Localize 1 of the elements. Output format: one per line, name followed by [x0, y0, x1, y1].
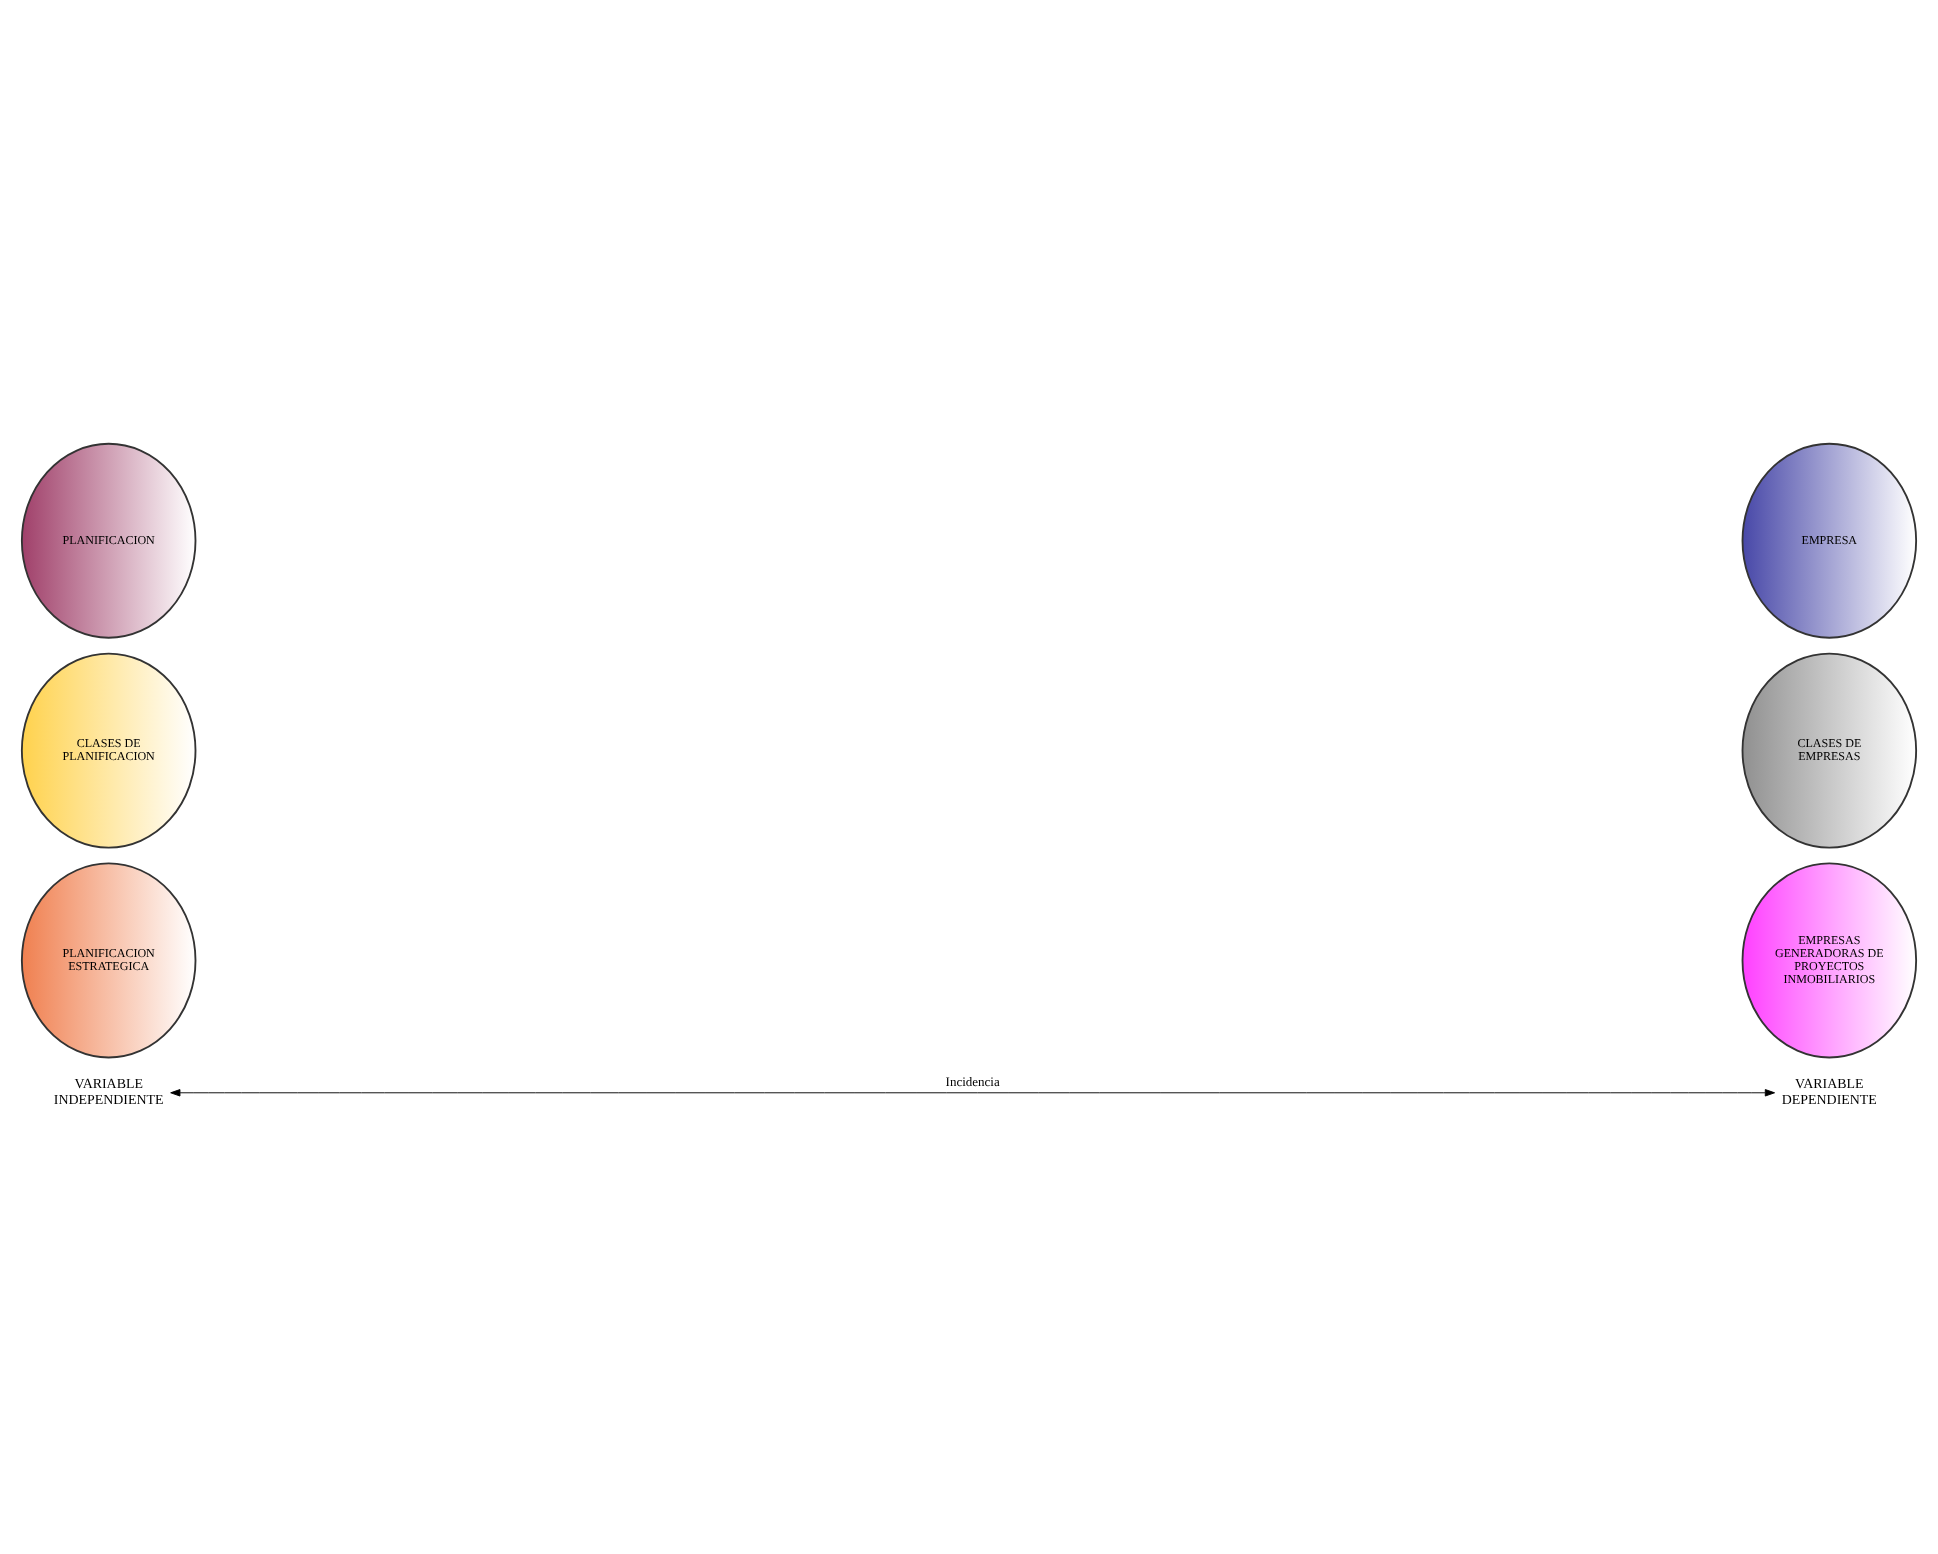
arrow — [170, 1088, 1776, 1096]
